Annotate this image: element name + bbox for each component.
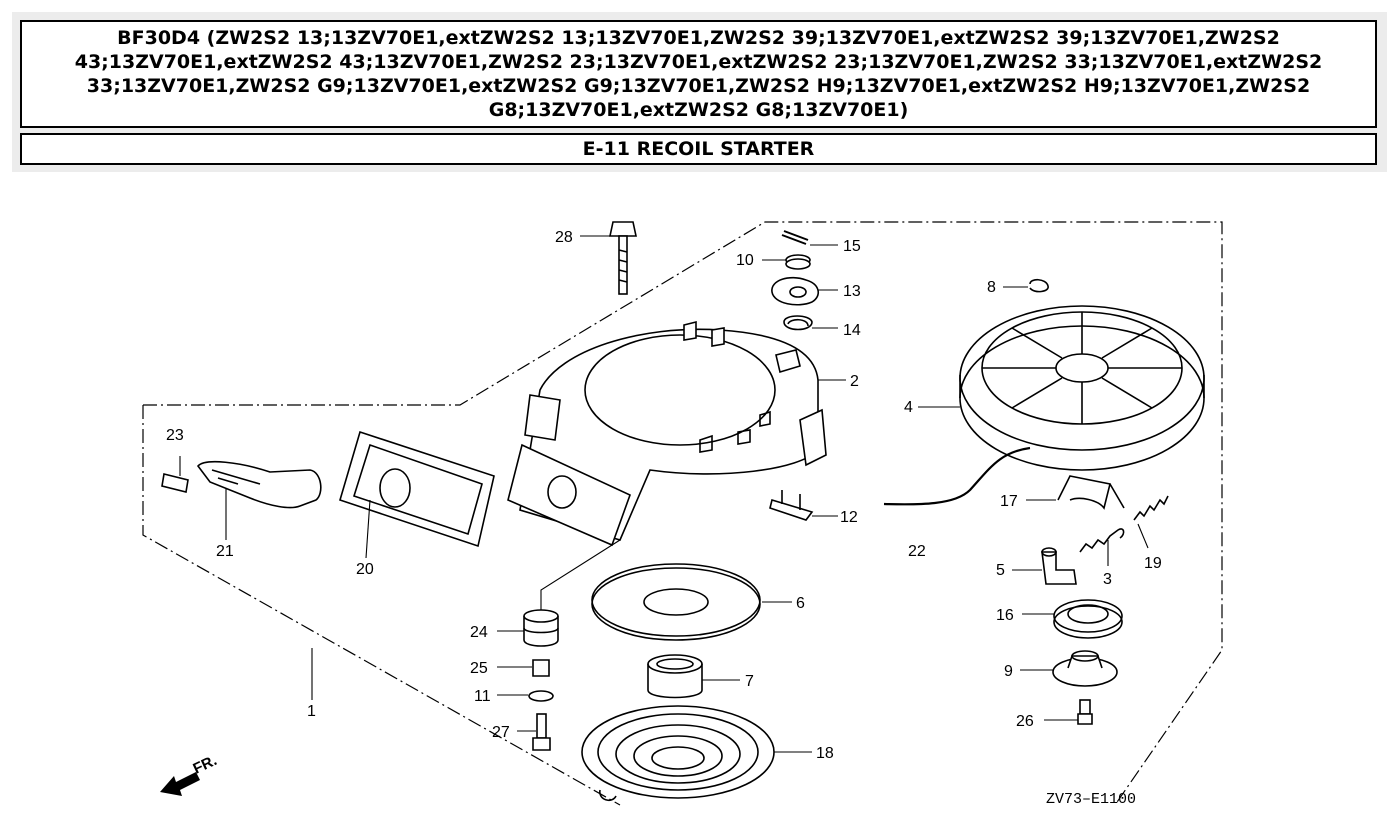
callout-15: 15 — [843, 238, 861, 255]
grip-part-23 — [161, 473, 189, 493]
clip-part-8 — [1029, 278, 1049, 293]
callout-20: 20 — [356, 561, 374, 578]
cover-part-9 — [1052, 650, 1118, 687]
callout-14: 14 — [843, 322, 861, 339]
grommet-part-20 — [339, 430, 495, 548]
rope-part-22 — [883, 446, 1031, 506]
callout-11: 11 — [474, 688, 491, 705]
model-title: BF30D4 (ZW2S2 13;13ZV70E1,extZW2S2 13;13… — [20, 20, 1377, 128]
spring-part-3 — [1079, 528, 1125, 553]
section-title: E-11 RECOIL STARTER — [20, 133, 1377, 165]
front-arrow-icon: FR. — [160, 752, 220, 796]
guide-part-12 — [769, 490, 814, 521]
callout-24: 24 — [470, 624, 488, 641]
callout-23: 23 — [166, 427, 184, 444]
leader-lines — [179, 235, 1149, 753]
reel-part-4 — [959, 305, 1205, 471]
callout-27: 27 — [492, 724, 510, 741]
callout-3: 3 — [1103, 571, 1112, 588]
callout-21: 21 — [216, 543, 234, 560]
callout-9: 9 — [1004, 663, 1013, 680]
callout-22: 22 — [908, 543, 926, 560]
bolt-part-27 — [532, 713, 551, 751]
drawing-code: ZV73–E1100 — [1046, 791, 1136, 808]
header-panel: BF30D4 (ZW2S2 13;13ZV70E1,extZW2S2 13;13… — [12, 12, 1387, 172]
front-marker-label: FR. — [191, 752, 220, 778]
spring-part-19 — [1133, 495, 1169, 521]
callout-17: 17 — [1000, 493, 1018, 510]
bolt-part-28 — [609, 221, 637, 295]
callout-25: 25 — [470, 660, 488, 677]
callout-13: 13 — [843, 283, 861, 300]
pin-part-15 — [781, 230, 809, 245]
handle-part-21 — [196, 460, 322, 509]
bush-part-7 — [647, 654, 703, 699]
callout-19: 19 — [1144, 555, 1162, 572]
callout-5: 5 — [996, 562, 1005, 579]
spring-part-17 — [1057, 475, 1125, 510]
callout-8: 8 — [987, 279, 996, 296]
assembly-boundary — [142, 221, 1223, 806]
callout-16: 16 — [996, 607, 1014, 624]
callout-12: 12 — [840, 509, 858, 526]
callout-1: 1 — [307, 703, 316, 720]
callout-7: 7 — [745, 673, 754, 690]
callout-4: 4 — [904, 399, 913, 416]
spiral-spring-part-18 — [581, 705, 775, 802]
callout-2: 2 — [850, 373, 859, 390]
callout-10: 10 — [736, 252, 754, 269]
callout-18: 18 — [816, 745, 834, 762]
collar-part-25 — [532, 659, 550, 677]
bolt-part-26 — [1077, 699, 1093, 725]
plate-part-6 — [591, 563, 761, 641]
starter-case-part-2 — [507, 320, 827, 547]
callout-6: 6 — [796, 595, 805, 612]
callout-28: 28 — [555, 229, 573, 246]
damper-part-24 — [523, 609, 559, 647]
spring-part-14 — [783, 315, 813, 331]
ratchet-part-5 — [1041, 547, 1077, 585]
callout-26: 26 — [1016, 713, 1034, 730]
friction-plate-part-16 — [1053, 599, 1123, 639]
ratchet-part-13 — [771, 276, 819, 306]
washer-part-11 — [528, 690, 554, 702]
